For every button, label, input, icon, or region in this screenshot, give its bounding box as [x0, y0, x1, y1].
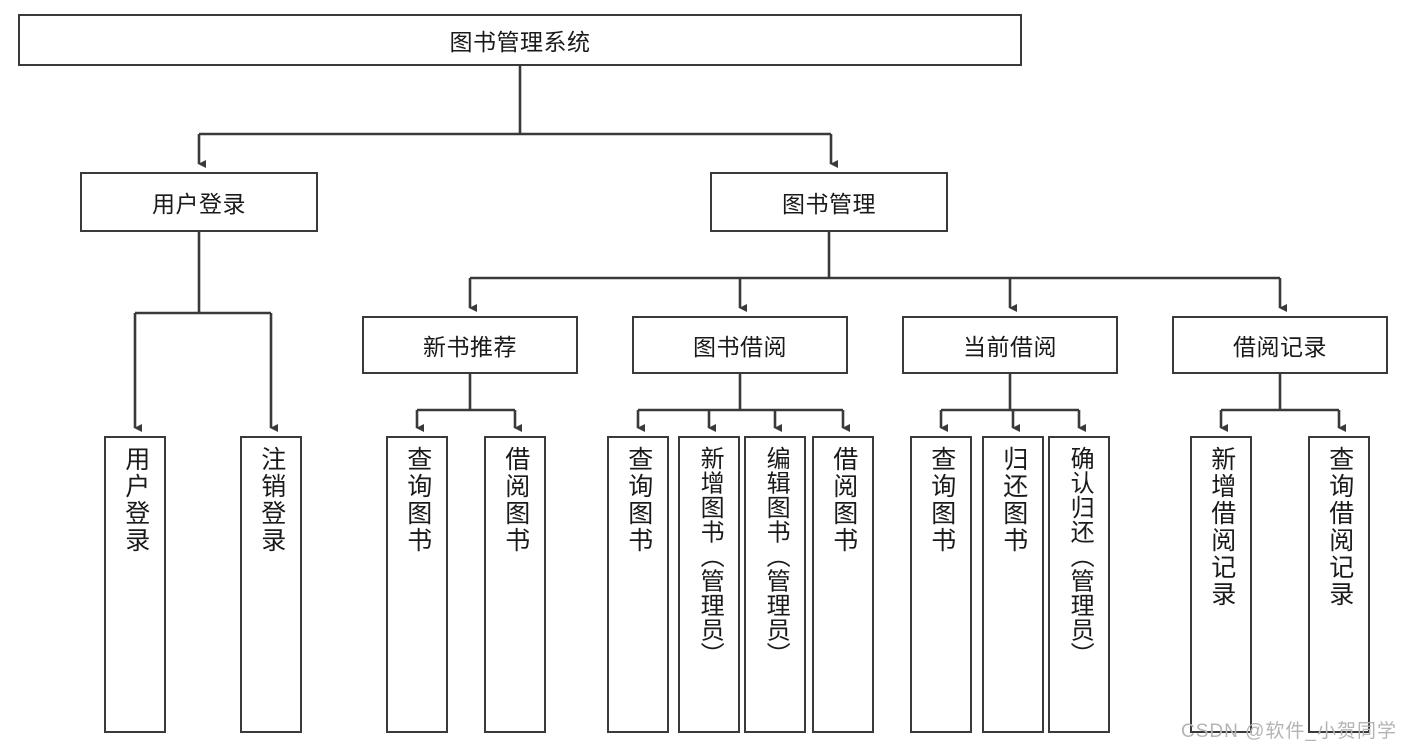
leaf-query-book-recommend[interactable]: 查询图书: [386, 436, 448, 733]
node-new-book-rec[interactable]: 新书推荐: [362, 316, 578, 374]
node-book-borrow-label: 图书借阅: [693, 334, 787, 360]
leaf-query-book-current[interactable]: 查询图书: [910, 436, 972, 733]
leaf-confirm-return-label: 确认归还（管理员）: [1066, 446, 1094, 667]
leaf-user-login[interactable]: 用户登录: [104, 436, 166, 733]
node-user-login[interactable]: 用户登录: [80, 172, 318, 232]
leaf-borrow-book-recommend[interactable]: 借阅图书: [484, 436, 546, 733]
leaf-logout-label: 注销登录: [257, 446, 286, 554]
leaf-add-book[interactable]: 新增图书（管理员）: [678, 436, 740, 733]
node-book-manage[interactable]: 图书管理: [710, 172, 948, 232]
leaf-borrow-book-recommend-label: 借阅图书: [501, 446, 530, 554]
node-new-book-rec-label: 新书推荐: [423, 334, 517, 360]
leaf-borrow-book[interactable]: 借阅图书: [812, 436, 874, 733]
node-root[interactable]: 图书管理系统: [18, 14, 1022, 66]
leaf-add-borrow-record[interactable]: 新增借阅记录: [1190, 436, 1252, 733]
leaf-edit-book[interactable]: 编辑图书（管理员）: [744, 436, 806, 733]
leaf-confirm-return[interactable]: 确认归还（管理员）: [1048, 436, 1110, 733]
leaf-query-borrow-record-label: 查询借阅记录: [1325, 446, 1354, 608]
leaf-add-borrow-record-label: 新增借阅记录: [1207, 446, 1236, 608]
leaf-add-book-label: 新增图书（管理员）: [696, 446, 724, 667]
leaf-query-book-current-label: 查询图书: [927, 446, 956, 554]
leaf-edit-book-label: 编辑图书（管理员）: [762, 446, 790, 667]
leaf-query-borrow-record[interactable]: 查询借阅记录: [1308, 436, 1370, 733]
node-book-manage-label: 图书管理: [782, 191, 876, 217]
node-current-borrow[interactable]: 当前借阅: [902, 316, 1118, 374]
leaf-user-login-label: 用户登录: [121, 446, 150, 554]
leaf-return-book[interactable]: 归还图书: [982, 436, 1044, 733]
node-user-login-label: 用户登录: [152, 191, 246, 217]
leaf-query-book-recommend-label: 查询图书: [403, 446, 432, 554]
node-borrow-record[interactable]: 借阅记录: [1172, 316, 1388, 374]
watermark: CSDN @软件_小贺同学: [1181, 721, 1397, 742]
node-current-borrow-label: 当前借阅: [963, 334, 1057, 360]
leaf-borrow-book-label: 借阅图书: [829, 446, 858, 554]
node-borrow-record-label: 借阅记录: [1233, 334, 1327, 360]
leaf-query-book-borrow[interactable]: 查询图书: [607, 436, 669, 733]
node-book-borrow[interactable]: 图书借阅: [632, 316, 848, 374]
leaf-query-book-borrow-label: 查询图书: [624, 446, 653, 554]
node-root-label: 图书管理系统: [449, 29, 591, 55]
leaf-logout[interactable]: 注销登录: [240, 436, 302, 733]
leaf-return-book-label: 归还图书: [999, 446, 1028, 554]
